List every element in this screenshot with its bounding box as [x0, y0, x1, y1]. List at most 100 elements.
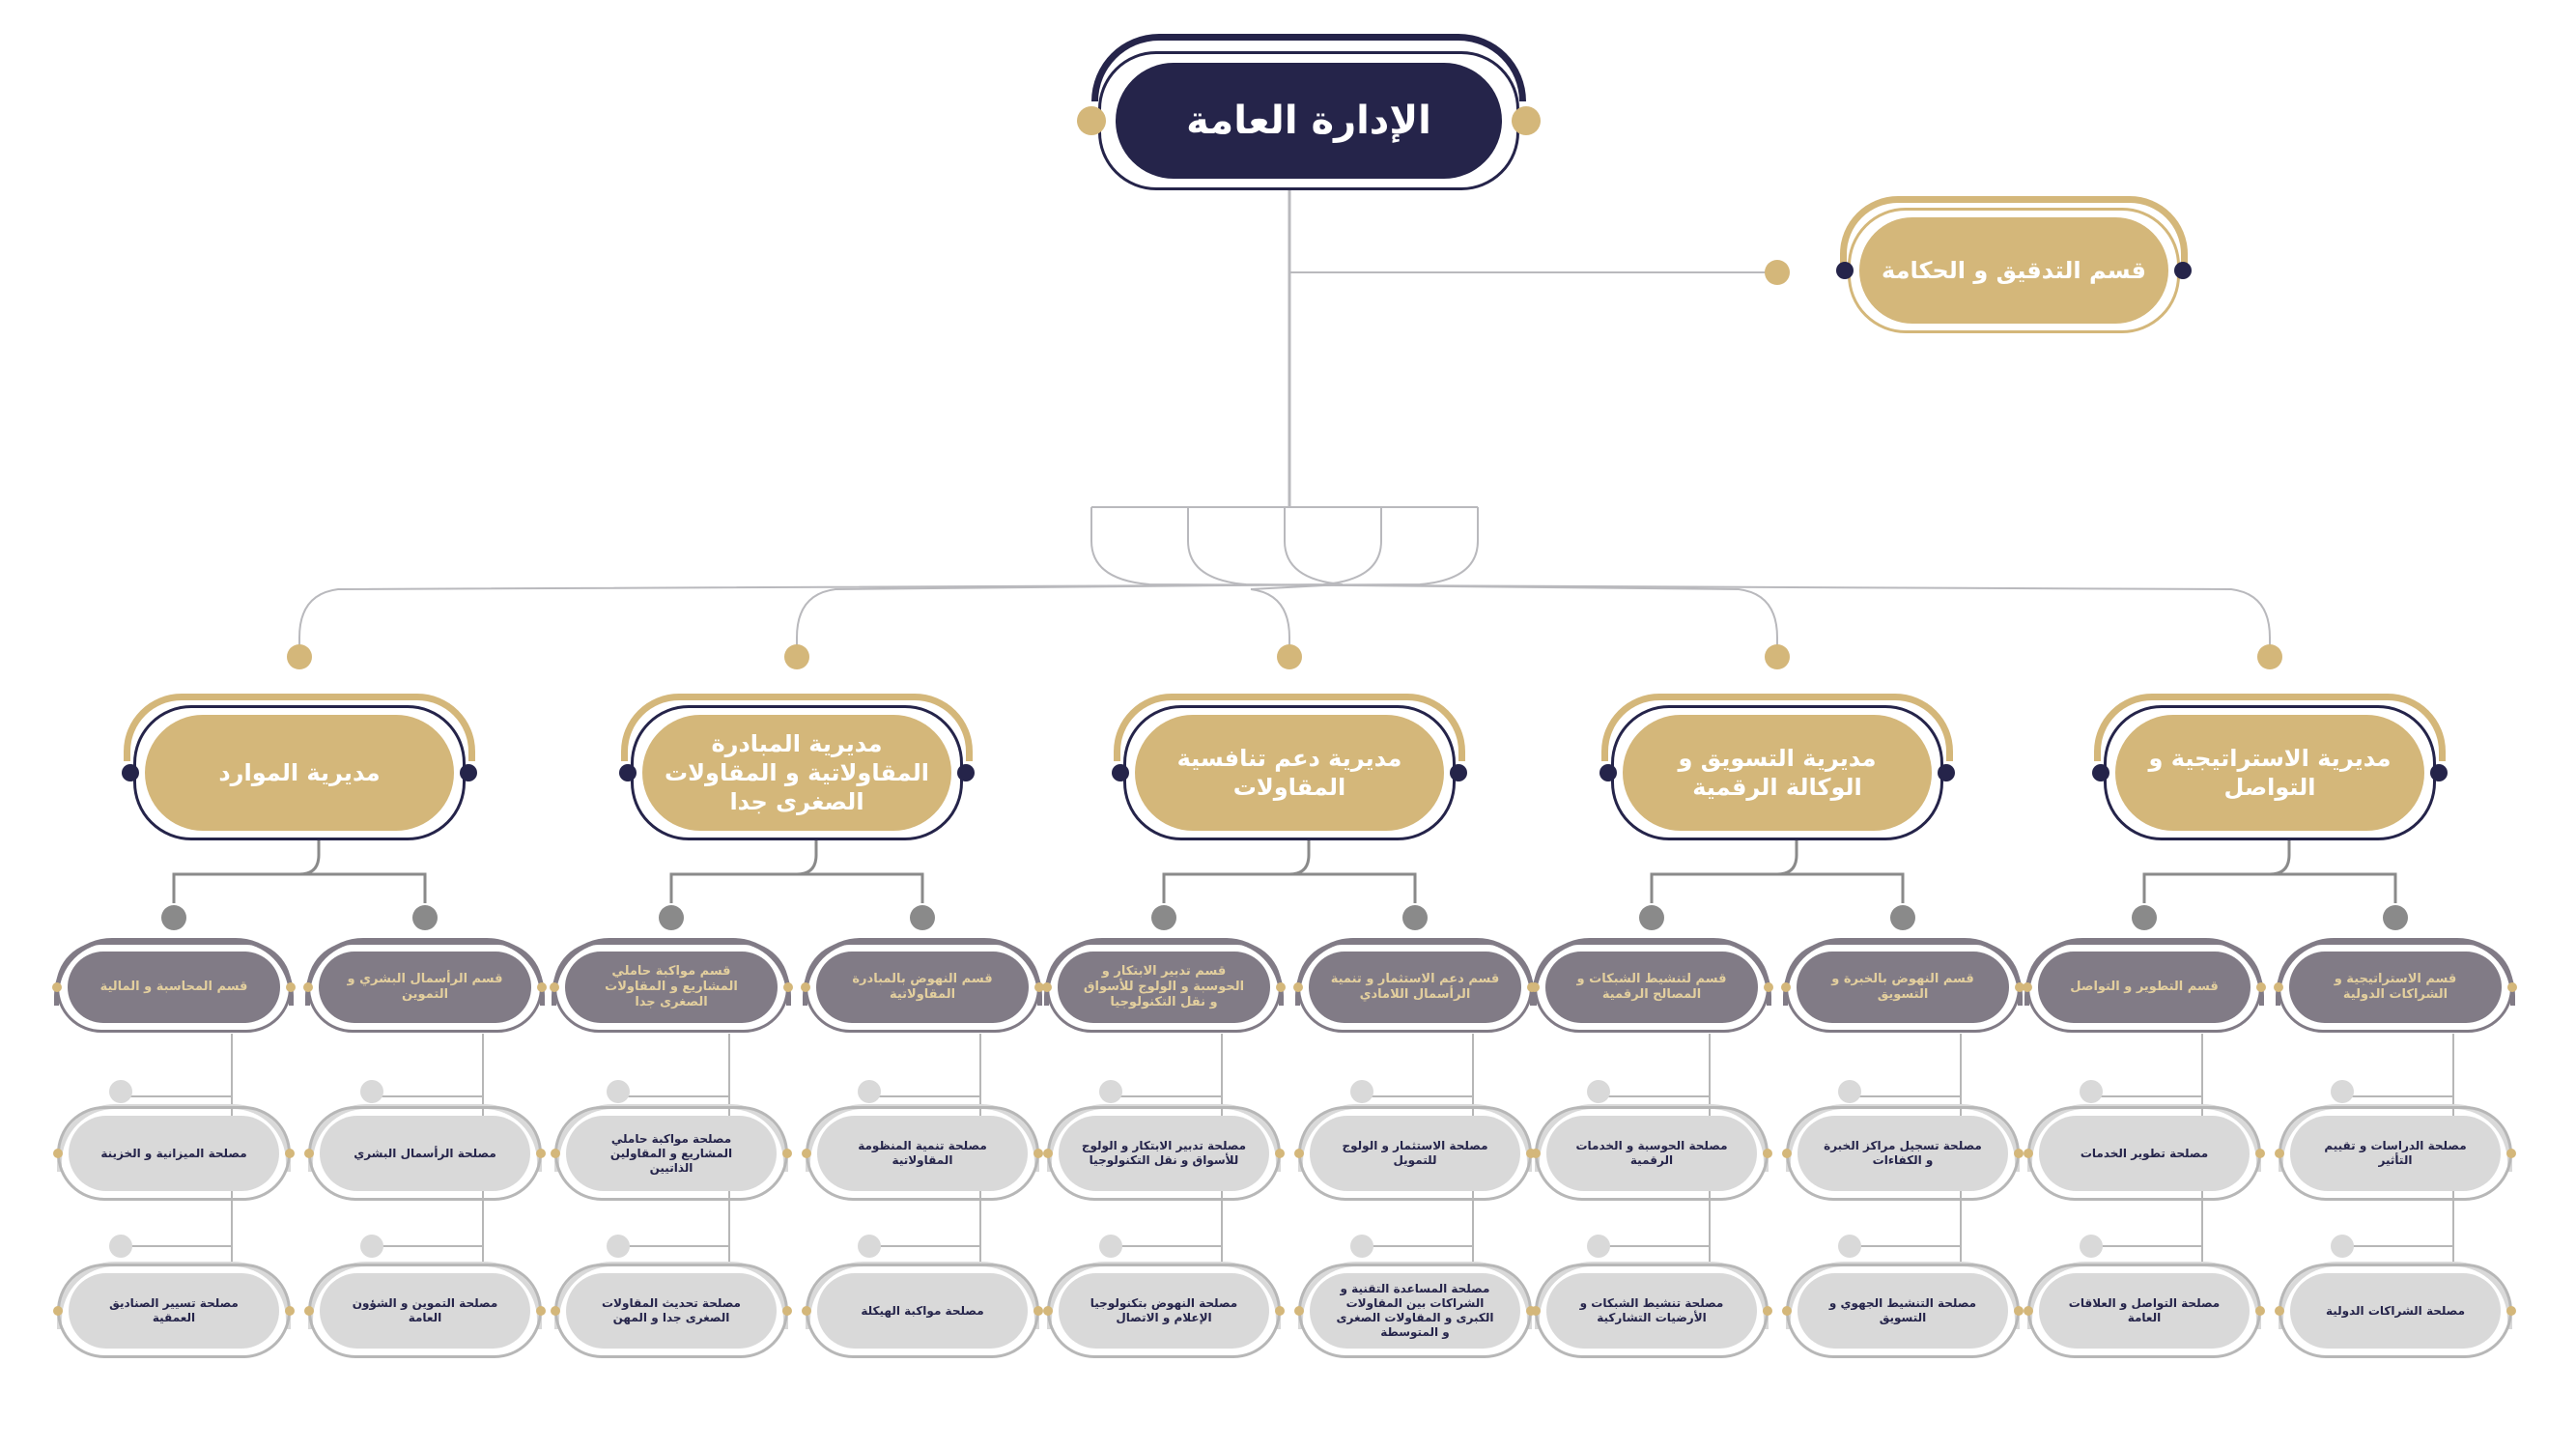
department-4-0-node-right-dot: [537, 982, 547, 992]
department-1-1-node-right-dot: [1764, 982, 1773, 992]
audit-governance-node[interactable]: قسم التدقيق و الحكامة: [1836, 196, 2192, 333]
unit-0-1-1-node[interactable]: مصلحة التواصل و العلاقات العامة: [2024, 1262, 2265, 1358]
unit-3-0-0-node[interactable]: مصلحة تنمية المنظومة المقاولاتية: [802, 1104, 1043, 1201]
directorate-4-node-left-dot: [122, 764, 139, 781]
department-3-1-node[interactable]: قسم مواكبة حاملي المشاريع و المقاولات ال…: [550, 938, 793, 1033]
unit-0-1-0-node-label: مصلحة تطوير الخدمات: [2080, 1146, 2209, 1160]
department-1-1-node-label: قسم لتنشيط الشبكات و المصالح الرقمية: [1576, 971, 1727, 1002]
directorate-1-connector-dot: [1765, 644, 1790, 669]
unit-3-0-0-node-right-dot: [1033, 1149, 1043, 1158]
unit-0-0-0-node-pill: مصلحة الدراسات و تقييم التأثير: [2290, 1116, 2501, 1191]
unit-4-1-1-node-label: مصلحة تسيير الصناديق العمقية: [109, 1296, 239, 1324]
directorate-4-node-right-dot: [460, 764, 477, 781]
department-2-1-node-label: قسم تدبير الابتكار و الحوسبة و الولوج لل…: [1083, 963, 1245, 1010]
unit-1-1-0-node[interactable]: مصلحة الحوسبة و الخدمات الرقمية: [1531, 1104, 1772, 1201]
department-0-0-node-right-dot: [2507, 982, 2517, 992]
directorate-1-node[interactable]: مديرية التسويق و الوكالة الرقمية: [1599, 694, 1955, 840]
unit-2-0-1-node[interactable]: مصلحة المساعدة التقنية و الشراكات بين ال…: [1294, 1262, 1536, 1358]
department-0-1-node[interactable]: قسم التطوير و التواصل: [2023, 938, 2266, 1033]
unit-2-1-1-node-label: مصلحة النهوض بتكنولوجيا الإعلام و الاتصا…: [1090, 1296, 1238, 1324]
department-1-1-node[interactable]: قسم لتنشيط الشبكات و المصالح الرقمية: [1530, 938, 1773, 1033]
directorate-3-connector-dot: [784, 644, 809, 669]
department-2-1-node-right-dot: [1276, 982, 1286, 992]
unit-1-1-1-node-pill: مصلحة تنشيط الشبكات و الأرضيات التشاركية: [1546, 1273, 1757, 1349]
unit-4-1-1-node[interactable]: مصلحة تسيير الصناديق العمقية: [53, 1262, 295, 1358]
department-4-0-node-label: قسم الرأسمال البشري و التموين: [347, 971, 503, 1002]
department-2-1-node[interactable]: قسم تدبير الابتكار و الحوسبة و الولوج لل…: [1042, 938, 1286, 1033]
department-3-1-node-left-dot: [550, 982, 559, 992]
unit-4-1-0-connector-dot: [109, 1080, 132, 1103]
unit-3-1-1-connector-dot: [607, 1235, 630, 1258]
unit-2-1-1-node-left-dot: [1043, 1306, 1053, 1316]
dept-3-1-connector-dot: [659, 905, 684, 930]
department-3-0-node[interactable]: قسم النهوض بالمبادرة المقاولاتية: [801, 938, 1044, 1033]
unit-1-1-1-node[interactable]: مصلحة تنشيط الشبكات و الأرضيات التشاركية: [1531, 1262, 1772, 1358]
unit-3-1-0-node-pill: مصلحة مواكبة حاملي المشاريع و المقاولين …: [566, 1116, 777, 1191]
directorate-3-node[interactable]: مديرية المبادرة المقاولاتية و المقاولات …: [619, 694, 975, 840]
unit-4-0-1-node-left-dot: [304, 1306, 314, 1316]
department-4-1-node-label: قسم المحاسبة و المالية: [99, 979, 248, 994]
unit-3-0-0-connector-dot: [858, 1080, 881, 1103]
unit-1-0-1-node[interactable]: مصلحة التنشيط الجهوي و التسويق: [1782, 1262, 2024, 1358]
unit-4-1-0-node[interactable]: مصلحة الميزانية و الخزينة: [53, 1104, 295, 1201]
general-administration-node[interactable]: الإدارة العامة: [1077, 34, 1541, 190]
directorate-0-node[interactable]: مديرية الاستراتيجية و التواصل: [2092, 694, 2448, 840]
unit-2-1-0-node-label: مصلحة تدبير الابتكار و الولوج للأسواق و …: [1081, 1139, 1247, 1167]
unit-4-0-0-node[interactable]: مصلحة الرأسمال البشري: [304, 1104, 546, 1201]
directorate-1-node-right-dot: [1938, 764, 1955, 781]
unit-3-1-1-node[interactable]: مصلحة تحديث المقاولات الصغرى جدا و المهن: [551, 1262, 792, 1358]
unit-4-0-0-node-right-dot: [536, 1149, 546, 1158]
department-4-1-node[interactable]: قسم المحاسبة و المالية: [52, 938, 296, 1033]
unit-4-0-1-node[interactable]: مصلحة التموين و الشؤون العامة: [304, 1262, 546, 1358]
unit-0-0-0-node[interactable]: مصلحة الدراسات و تقييم التأثير: [2275, 1104, 2516, 1201]
directorate-3-node-label: مديرية المبادرة المقاولاتية و المقاولات …: [665, 730, 929, 815]
unit-4-1-0-node-label: مصلحة الميزانية و الخزينة: [100, 1146, 247, 1160]
unit-2-1-1-node-right-dot: [1275, 1306, 1285, 1316]
unit-0-0-0-connector-dot: [2331, 1080, 2354, 1103]
unit-4-1-1-node-right-dot: [285, 1306, 295, 1316]
department-0-1-node-label: قسم التطوير و التواصل: [2070, 979, 2219, 994]
unit-2-0-0-node-right-dot: [1526, 1149, 1536, 1158]
unit-2-1-0-node-pill: مصلحة تدبير الابتكار و الولوج للأسواق و …: [1059, 1116, 1269, 1191]
unit-1-1-1-connector-dot: [1587, 1235, 1610, 1258]
unit-2-1-1-node[interactable]: مصلحة النهوض بتكنولوجيا الإعلام و الاتصا…: [1043, 1262, 1285, 1358]
unit-4-0-1-connector-dot: [360, 1235, 383, 1258]
dept-4-1-connector-dot: [161, 905, 186, 930]
unit-0-1-1-node-label: مصلحة التواصل و العلاقات العامة: [2068, 1296, 2221, 1324]
unit-0-1-0-node-pill: مصلحة تطوير الخدمات: [2039, 1116, 2250, 1191]
unit-3-0-1-node-left-dot: [802, 1306, 811, 1316]
unit-1-0-1-node-pill: مصلحة التنشيط الجهوي و التسويق: [1798, 1273, 2008, 1349]
unit-2-0-0-node[interactable]: مصلحة الاستثمار و الولوج للتمويل: [1294, 1104, 1536, 1201]
dept-1-1-connector-dot: [1639, 905, 1664, 930]
department-2-0-node[interactable]: قسم دعم الاستثمار و تنمية الرأسمال اللام…: [1293, 938, 1537, 1033]
unit-1-0-0-node[interactable]: مصلحة تسجيل مراكز الخبرة و الكفاءات: [1782, 1104, 2024, 1201]
unit-2-1-1-connector-dot: [1099, 1235, 1122, 1258]
directorate-4-node[interactable]: مديرية الموارد: [122, 694, 477, 840]
unit-0-1-0-node[interactable]: مصلحة تطوير الخدمات: [2024, 1104, 2265, 1201]
department-1-0-node[interactable]: قسم النهوض بالخبرة و التسويق: [1781, 938, 2024, 1033]
unit-3-1-1-node-right-dot: [782, 1306, 792, 1316]
department-0-0-node[interactable]: قسم الاستراتيجية و الشراكات الدولية: [2274, 938, 2517, 1033]
unit-3-0-0-node-label: مصلحة تنمية المنظومة المقاولاتية: [858, 1139, 987, 1167]
unit-2-1-0-node[interactable]: مصلحة تدبير الابتكار و الولوج للأسواق و …: [1043, 1104, 1285, 1201]
department-4-0-node-pill: قسم الرأسمال البشري و التموين: [319, 952, 531, 1023]
unit-3-1-0-node[interactable]: مصلحة مواكبة حاملي المشاريع و المقاولين …: [551, 1104, 792, 1201]
department-4-0-node[interactable]: قسم الرأسمال البشري و التموين: [303, 938, 547, 1033]
unit-1-1-1-node-left-dot: [1531, 1306, 1541, 1316]
unit-3-1-1-node-left-dot: [551, 1306, 560, 1316]
unit-0-1-1-node-pill: مصلحة التواصل و العلاقات العامة: [2039, 1273, 2250, 1349]
unit-3-1-1-node-pill: مصلحة تحديث المقاولات الصغرى جدا و المهن: [566, 1273, 777, 1349]
unit-4-0-0-node-pill: مصلحة الرأسمال البشري: [320, 1116, 530, 1191]
directorate-4-node-label: مديرية الموارد: [218, 759, 381, 786]
unit-0-0-1-node[interactable]: مصلحة الشراكات الدولية: [2275, 1262, 2516, 1358]
dept-4-0-connector-dot: [412, 905, 438, 930]
unit-2-0-0-node-pill: مصلحة الاستثمار و الولوج للتمويل: [1310, 1116, 1520, 1191]
unit-0-0-1-connector-dot: [2331, 1235, 2354, 1258]
unit-3-0-1-node[interactable]: مصلحة مواكبة الهيكلة: [802, 1262, 1043, 1358]
directorate-2-node[interactable]: مديرية دعم تنافسية المقاولات: [1112, 694, 1467, 840]
department-2-0-node-pill: قسم دعم الاستثمار و تنمية الرأسمال اللام…: [1309, 952, 1521, 1023]
unit-4-1-0-node-right-dot: [285, 1149, 295, 1158]
department-4-0-node-left-dot: [303, 982, 313, 992]
directorate-0-node-pill: مديرية الاستراتيجية و التواصل: [2115, 715, 2424, 831]
department-2-0-node-label: قسم دعم الاستثمار و تنمية الرأسمال اللام…: [1330, 971, 1500, 1002]
